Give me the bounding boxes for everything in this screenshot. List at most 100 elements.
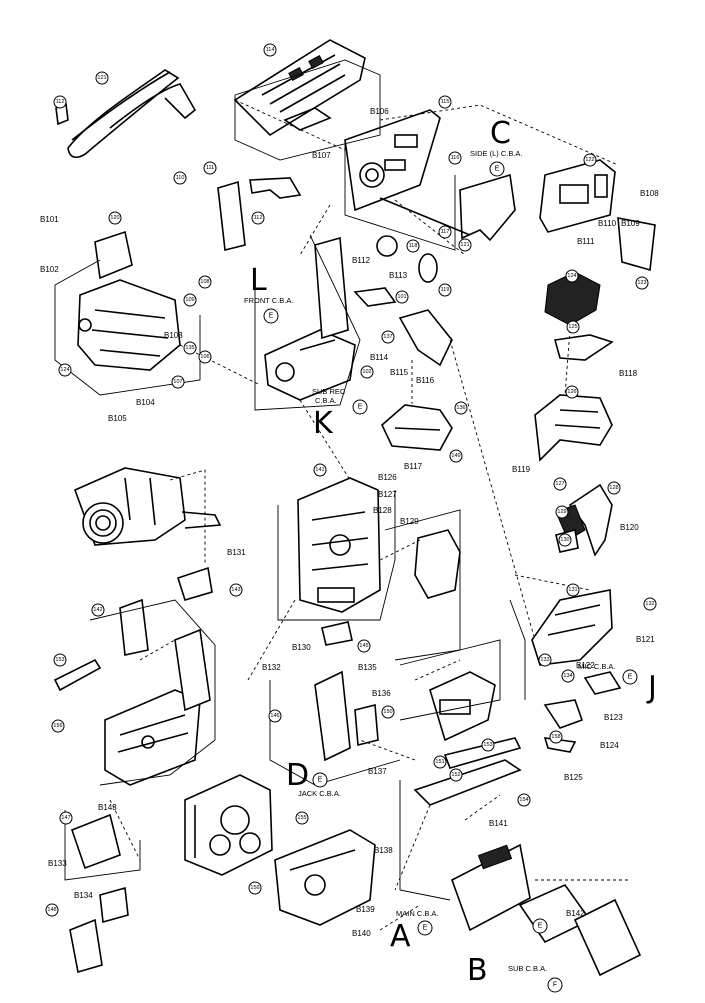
callout-115: 115 <box>438 95 452 109</box>
hand-letter-c: C <box>490 116 511 151</box>
callout-label: 148 <box>47 907 56 913</box>
callout-126: 126 <box>565 385 579 399</box>
callout-150: 150 <box>381 705 395 719</box>
ring-sub: F <box>547 977 563 993</box>
hand-letter-j: J <box>646 670 657 705</box>
screw-b112: B112 <box>352 256 371 265</box>
callout-label: 150 <box>383 709 392 715</box>
hand-letter-d: D <box>286 758 309 793</box>
sub-rec-label-line2: C.B.A. <box>315 396 337 405</box>
callout-label: 117 <box>441 229 450 235</box>
callout-label: 128 <box>609 485 618 491</box>
callout-label: 124 <box>60 367 69 373</box>
callout-label: 115 <box>441 99 450 105</box>
screw-b132: B132 <box>262 663 281 672</box>
svg-text:E: E <box>538 923 543 930</box>
callout-132: 132 <box>643 597 657 611</box>
hinge-137 <box>398 309 453 367</box>
screw-b121: B121 <box>636 635 655 644</box>
callout-label: 106 <box>200 354 209 360</box>
upper-left-bracket <box>94 230 133 280</box>
part-155 <box>354 703 379 747</box>
callout-label: 153 <box>55 657 64 663</box>
ring-118 <box>376 235 398 257</box>
callout-110: 110 <box>173 171 187 185</box>
ring-jack: E <box>312 772 328 788</box>
callout-label: 129 <box>557 509 566 515</box>
screw-b117: B117 <box>404 462 423 471</box>
callout-147: 147 <box>59 811 73 825</box>
side-panel <box>344 109 441 212</box>
jack-cba <box>314 670 379 762</box>
screw-b119: B119 <box>512 465 531 474</box>
callout-158: 158 <box>549 730 563 744</box>
screw-b107: B107 <box>312 151 331 160</box>
screw-b127: B127 <box>378 490 397 499</box>
board-labels: FRONT C.B.A. SUB REC C.B.A. SIDE (L) C.B… <box>244 149 616 973</box>
callout-146: 146 <box>268 709 282 723</box>
mic-cba-board <box>583 671 622 695</box>
callout-135: 135 <box>183 341 197 355</box>
callout-124b: 124 <box>58 363 72 377</box>
callout-label: 125 <box>568 324 577 330</box>
screw-b109: B109 <box>621 219 640 228</box>
top-cover <box>233 39 366 137</box>
flex-161 <box>353 287 397 307</box>
flex-112 <box>249 177 302 199</box>
callout-134: 134 <box>561 669 575 683</box>
screw-b134: B134 <box>74 891 93 900</box>
callout-label: 151 <box>435 759 444 765</box>
screw-b133: B133 <box>48 859 67 868</box>
svg-text:E: E <box>495 166 500 173</box>
callout-156b: 156 <box>248 881 262 895</box>
callout-label: 156 <box>53 723 62 729</box>
bracket-142 <box>119 598 149 656</box>
callout-label: 101 <box>397 294 406 300</box>
screw-b138: B138 <box>374 846 393 855</box>
callout-label: 142 <box>93 607 102 613</box>
callout-119: 119 <box>438 283 452 297</box>
callout-label: 107 <box>173 379 182 385</box>
callout-label: 122 <box>585 157 594 163</box>
screw-b104: B104 <box>136 398 155 407</box>
callout-118: 118 <box>406 239 420 253</box>
callout-label: 102 <box>362 369 371 375</box>
svg-text:E: E <box>628 674 633 681</box>
callout-152: 152 <box>449 768 463 782</box>
callout-128: 128 <box>607 481 621 495</box>
svg-text:F: F <box>553 982 557 989</box>
callout-label: 134 <box>563 673 572 679</box>
hand-strap <box>67 69 197 159</box>
screw-b103: B103 <box>164 331 183 340</box>
callout-156: 156 <box>51 719 65 733</box>
callout-120: 120 <box>108 211 122 225</box>
sub-cba-label: SUB C.B.A. <box>508 964 547 973</box>
ring-main: E <box>417 920 433 936</box>
disc-119 <box>418 253 438 283</box>
handwritten-letters: C L K D J A B <box>250 116 657 988</box>
callout-145: 145 <box>357 639 371 653</box>
main-frame-153 <box>429 671 496 742</box>
callout-148: 148 <box>45 903 59 917</box>
screw-b115: B115 <box>390 368 409 377</box>
callout-143: 143 <box>229 583 243 597</box>
sub-rec-module <box>381 404 453 451</box>
flex-sheet-123 <box>617 217 656 272</box>
ring-mic: E <box>622 669 638 685</box>
outline-leaders <box>54 59 526 901</box>
callout-112: 112 <box>251 211 265 225</box>
callout-label: 156 <box>250 885 259 891</box>
screw-b142: B142 <box>566 909 585 918</box>
callout-127: 127 <box>553 477 567 491</box>
screw-b101: B101 <box>40 215 59 224</box>
callout-102b: 102 <box>360 365 374 379</box>
ring-main-2: E <box>532 918 548 934</box>
callout-121: 121 <box>95 71 109 85</box>
callout-label: 135 <box>185 345 194 351</box>
callout-label: 152 <box>451 772 460 778</box>
lower-right-frame <box>531 589 613 666</box>
screw-b125: B125 <box>564 773 583 782</box>
callout-label: 118 <box>409 243 418 249</box>
callout-label: 108 <box>200 279 209 285</box>
callout-label: 121 <box>97 75 106 81</box>
